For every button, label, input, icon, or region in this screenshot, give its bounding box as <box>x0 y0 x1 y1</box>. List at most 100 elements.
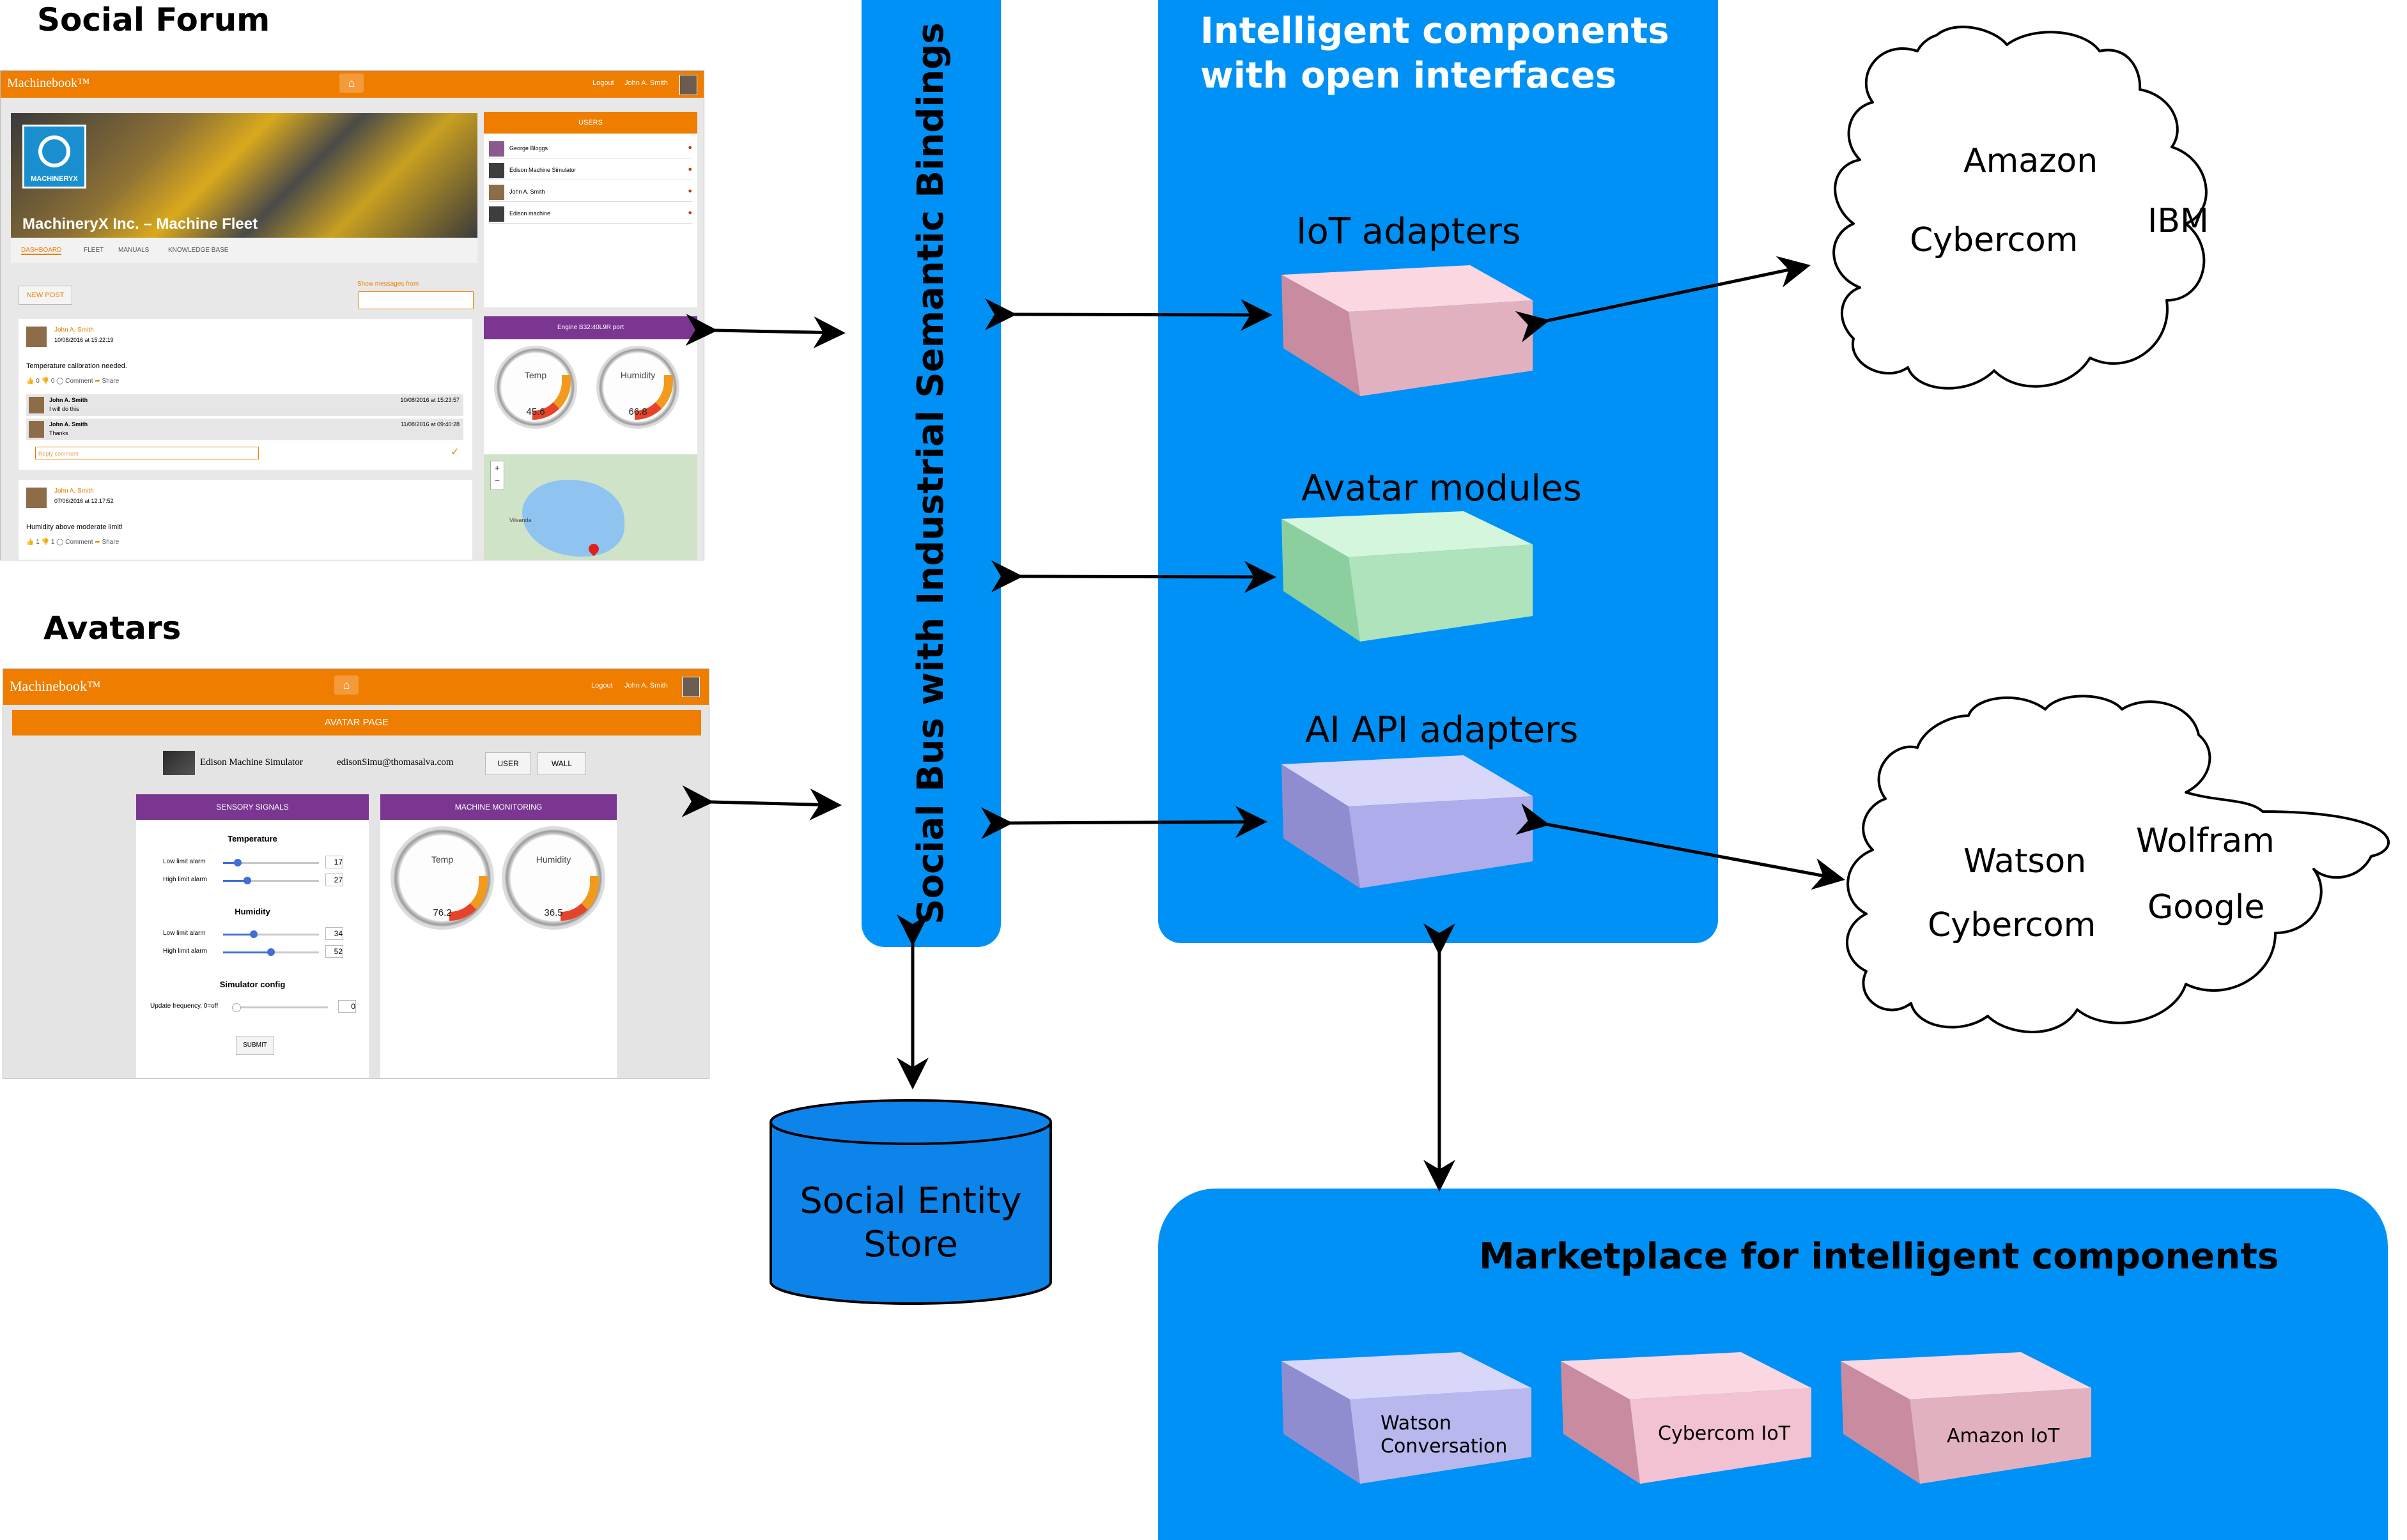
gauge-label: Humidity <box>536 854 571 865</box>
comment-link[interactable]: Comment <box>65 539 93 546</box>
hum-low-input[interactable]: 34 <box>325 927 343 940</box>
slider-knob[interactable] <box>243 877 251 884</box>
reply-input[interactable]: Reply comment <box>35 447 259 459</box>
block-top <box>1281 265 1533 312</box>
slider-knob[interactable] <box>267 948 275 956</box>
avatar[interactable] <box>682 677 700 697</box>
thumbs-up-icon[interactable]: 👍 <box>26 539 35 546</box>
avatar-modules-block <box>1281 511 1533 642</box>
checkmark-icon[interactable]: ✓ <box>451 447 460 458</box>
monitoring-header: MACHINE MONITORING <box>380 794 617 820</box>
person-icon[interactable]: ● <box>688 144 692 151</box>
update-frequency-input[interactable]: 0 <box>338 1000 356 1013</box>
comment-link[interactable]: Comment <box>65 378 93 385</box>
block-side <box>1281 1361 1360 1484</box>
tab-dashboard[interactable]: DASHBOARD <box>21 247 62 255</box>
avatar[interactable] <box>679 75 697 95</box>
reply: John A. Smith I will do this 10/08/2016 … <box>26 394 463 416</box>
user-button[interactable]: USER <box>485 752 531 775</box>
avatars-title: Avatars <box>43 610 182 647</box>
post-text: Temperature calibration needed. <box>26 362 127 370</box>
person-icon[interactable]: ● <box>688 209 692 217</box>
slider-knob[interactable] <box>250 930 258 938</box>
new-post-button[interactable]: NEW POST <box>19 286 72 305</box>
block-front <box>1349 544 1533 642</box>
map-place-label: Vilsanda <box>509 517 532 523</box>
user-row[interactable]: George Bloggs ● <box>489 140 692 158</box>
banner-title: MachineryX Inc. – Machine Fleet <box>22 215 258 233</box>
avatar <box>489 185 504 200</box>
gear-icon <box>38 135 70 167</box>
slider-knob[interactable] <box>233 859 242 866</box>
user-row[interactable]: Edison Machine Simulator ● <box>489 162 692 180</box>
temp-high-input[interactable]: 27 <box>325 874 343 886</box>
logout-link[interactable]: Logout <box>592 79 614 87</box>
share-link[interactable]: Share <box>102 539 120 546</box>
current-user-name[interactable]: John A. Smith <box>624 682 668 689</box>
hum-low-slider[interactable] <box>223 930 319 938</box>
watson-conversation-block <box>1281 1352 1531 1484</box>
user-row[interactable]: John A. Smith ● <box>489 183 692 202</box>
thumbs-down-icon[interactable]: 👎 <box>41 378 50 385</box>
share-link[interactable]: Share <box>102 378 120 385</box>
hum-high-slider[interactable] <box>223 948 319 956</box>
block-front <box>1349 300 1533 396</box>
block-side <box>1841 1361 1920 1484</box>
block-top <box>1281 755 1533 806</box>
comment-icon[interactable]: ◯ <box>56 378 64 385</box>
hum-high-input[interactable]: 52 <box>325 945 343 958</box>
avatar <box>489 141 504 157</box>
temp-gauge: Temp 76.2 <box>391 826 494 930</box>
temp-low-input[interactable]: 17 <box>325 856 343 868</box>
current-user-name[interactable]: John A. Smith <box>624 79 668 87</box>
iot-adapters-block <box>1281 265 1533 396</box>
gauge-value: 45.6 <box>526 406 545 417</box>
gauge-panel-title: Engine B32:40L9R port <box>484 316 697 339</box>
tab-manuals[interactable]: MANUALS <box>118 247 150 254</box>
arrow-iot-cloud <box>1515 256 1811 343</box>
thumbs-up-icon[interactable]: 👍 <box>26 378 35 385</box>
high-limit-label: High limit alarm <box>163 948 207 955</box>
person-icon[interactable]: ● <box>688 166 692 173</box>
submit-button[interactable]: SUBMIT <box>236 1036 274 1055</box>
thumbs-down-icon[interactable]: 👎 <box>41 539 50 546</box>
forum-brand[interactable]: Machinebook™ <box>7 76 90 90</box>
users-header: USERS <box>484 112 697 134</box>
slider-fill <box>223 934 254 936</box>
logout-link[interactable]: Logout <box>591 682 613 689</box>
reply-author[interactable]: John A. Smith <box>49 421 88 427</box>
low-limit-label: Low limit alarm <box>163 930 206 937</box>
cylinder-body <box>770 1122 1052 1305</box>
share-icon[interactable]: ➦ <box>95 539 100 546</box>
zoom-control[interactable]: +− <box>490 461 504 490</box>
person-icon[interactable]: ● <box>688 187 692 195</box>
temp-low-slider[interactable] <box>223 859 319 866</box>
post-author[interactable]: John A. Smith <box>54 488 94 495</box>
comment-icon[interactable]: ◯ <box>56 539 64 546</box>
reply-date: 10/08/2016 at 15:23:57 <box>400 397 460 403</box>
tab-knowledge-base[interactable]: KNOWLEDGE BASE <box>168 247 229 254</box>
temp-high-slider[interactable] <box>223 877 319 884</box>
show-messages-select[interactable] <box>359 291 474 309</box>
block-front <box>1630 1388 1811 1484</box>
home-icon[interactable]: ⌂ <box>339 73 364 93</box>
share-icon[interactable]: ➦ <box>95 378 100 385</box>
user-row[interactable]: Edison machine ● <box>489 205 692 224</box>
post-actions: 👍 1 👎 1 ◯ Comment ➦ Share <box>26 539 119 546</box>
post-card: John A. Smith 10/08/2016 at 15:22:19 Tem… <box>19 319 472 470</box>
forum-tabs: DASHBOARD FLEET MANUALS KNOWLEDGE BASE <box>11 238 477 263</box>
humidity-title: Humidity <box>235 907 270 916</box>
reply-author[interactable]: John A. Smith <box>49 397 88 403</box>
arrow-forum-bus <box>685 314 846 349</box>
post-date: 07/06/2016 at 12:17:52 <box>54 498 114 504</box>
update-frequency-slider[interactable] <box>232 1003 328 1012</box>
wall-button[interactable]: WALL <box>538 752 586 775</box>
slider-knob[interactable] <box>232 1003 241 1012</box>
post-author[interactable]: John A. Smith <box>54 327 94 334</box>
reply-date: 11/08/2016 at 09:40:28 <box>401 421 460 427</box>
map[interactable]: +− Vilsanda <box>484 454 697 560</box>
avatar-brand[interactable]: Machinebook™ <box>10 678 101 694</box>
tab-fleet[interactable]: FLEET <box>84 247 104 254</box>
home-icon[interactable]: ⌂ <box>334 675 359 695</box>
